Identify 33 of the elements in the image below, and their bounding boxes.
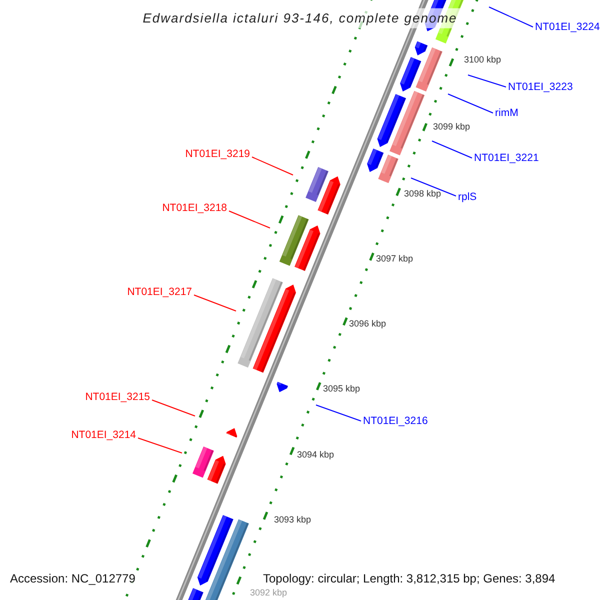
gene-label: rimM [495, 108, 518, 118]
accession-text: Accession: NC_012779 [9, 572, 136, 586]
leader-line [432, 140, 472, 158]
scale-label: 3094 kbp [297, 449, 334, 461]
scale-label: 3100 kbp [464, 54, 502, 66]
gene-label: NT01EI_3221 [474, 152, 539, 164]
leader-line [194, 294, 236, 312]
gene-label: rplS [458, 192, 477, 202]
gene-label: NT01EI_3223 [508, 82, 573, 92]
leader-line [138, 438, 182, 454]
scale-label: 3095 kbp [323, 383, 360, 395]
scale-label: 3096 kbp [349, 318, 386, 330]
scale-label: 3099 kbp [433, 121, 470, 133]
leader-line [316, 404, 362, 422]
gene-label: NT01EI_3215 [85, 392, 150, 402]
leader-line [228, 210, 270, 228]
scale-label: 3093 kbp [274, 514, 312, 526]
gene-label: NT01EI_3214 [71, 430, 136, 440]
leader-line [152, 400, 196, 416]
gene-label: NT01EI_3216 [363, 416, 428, 426]
scale-label: 3098 kbp [404, 188, 442, 200]
scale-label: 3097 kbp [376, 253, 414, 265]
leader-line [252, 156, 294, 176]
leader-line [468, 74, 506, 88]
leader-line [410, 178, 456, 196]
scale-label: 3092 kbp [250, 587, 288, 599]
leader-line [448, 94, 494, 114]
gene-label: NT01EI_3224 [535, 22, 600, 32]
gene-label: NT01EI_3217 [127, 286, 192, 298]
gene-label: NT01EI_3219 [185, 148, 250, 160]
leader-line [488, 6, 534, 28]
gene-label: NT01EI_3218 [162, 202, 227, 214]
genome-summary-text: Topology: circular; Length: 3,812,315 bp; Genes: 3,894 [262, 572, 556, 586]
